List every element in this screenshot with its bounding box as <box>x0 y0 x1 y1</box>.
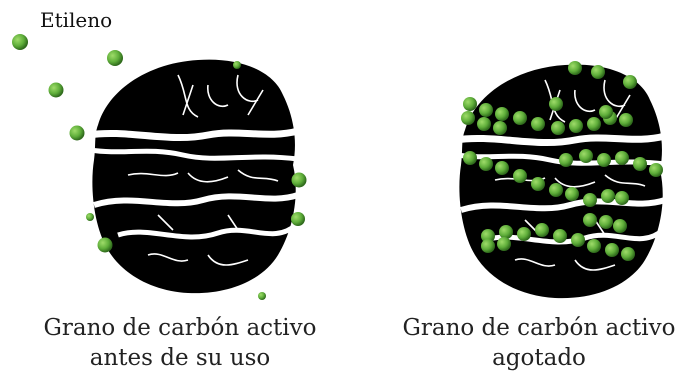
adsorbed-ethylene-molecule <box>569 119 583 133</box>
adsorbed-ethylene-molecule <box>583 213 597 227</box>
adsorbed-ethylene-molecule <box>605 243 619 257</box>
ethylene-molecule <box>291 212 305 226</box>
adsorbed-ethylene-molecule <box>531 177 545 191</box>
ethylene-molecule <box>233 61 241 69</box>
caption-spent-line1: Grano de carbón activo <box>402 315 676 341</box>
adsorbed-ethylene-molecule <box>549 97 563 111</box>
adsorbed-ethylene-molecule <box>619 113 633 127</box>
caption-spent: Grano de carbón activo agotado <box>395 313 683 373</box>
adsorbed-ethylene-molecule <box>583 193 597 207</box>
adsorbed-ethylene-molecule <box>513 111 527 125</box>
ethylene-molecule <box>69 125 85 141</box>
ethylene-molecules-adsorbed <box>461 61 663 261</box>
adsorbed-ethylene-molecule <box>553 229 567 243</box>
adsorbed-ethylene-molecule <box>481 229 495 243</box>
activated-carbon-grain-before <box>88 60 298 294</box>
adsorbed-ethylene-molecule <box>495 107 509 121</box>
adsorbed-ethylene-molecule <box>517 227 531 241</box>
adsorbed-ethylene-molecule <box>615 151 629 165</box>
adsorbed-ethylene-molecule <box>479 103 493 117</box>
adsorbed-ethylene-molecule <box>481 239 495 253</box>
ethylene-molecules-free <box>12 34 307 300</box>
adsorbed-ethylene-molecule <box>579 149 593 163</box>
adsorbed-ethylene-molecule <box>649 163 663 177</box>
adsorbed-ethylene-molecule <box>587 239 601 253</box>
ethylene-molecule <box>48 82 64 98</box>
adsorbed-ethylene-molecule <box>479 157 493 171</box>
adsorbed-ethylene-molecule <box>559 153 573 167</box>
adsorbed-ethylene-molecule <box>565 187 579 201</box>
adsorbed-ethylene-molecule <box>549 183 563 197</box>
ethylene-molecule <box>107 50 123 66</box>
adsorbed-ethylene-molecule <box>531 117 545 131</box>
adsorbed-ethylene-molecule <box>613 219 627 233</box>
caption-before-use: Grano de carbón activo antes de su uso <box>30 313 330 373</box>
adsorbed-ethylene-molecule <box>477 117 491 131</box>
adsorbed-ethylene-molecule <box>591 65 605 79</box>
adsorbed-ethylene-molecule <box>568 61 582 75</box>
adsorbed-ethylene-molecule <box>513 169 527 183</box>
ethylene-molecule <box>258 292 266 300</box>
adsorbed-ethylene-molecule <box>597 153 611 167</box>
adsorbed-ethylene-molecule <box>599 105 613 119</box>
adsorbed-ethylene-molecule <box>623 75 637 89</box>
caption-before-line1: Grano de carbón activo <box>43 315 317 341</box>
adsorbed-ethylene-molecule <box>493 121 507 135</box>
adsorbed-ethylene-molecule <box>615 191 629 205</box>
caption-spent-line2: agotado <box>492 345 586 371</box>
adsorbed-ethylene-molecule <box>463 97 477 111</box>
ethylene-molecule <box>291 172 307 188</box>
adsorbed-ethylene-molecule <box>499 225 513 239</box>
adsorbed-ethylene-molecule <box>461 111 475 125</box>
adsorbed-ethylene-molecule <box>551 121 565 135</box>
ethylene-label: Etileno <box>40 8 113 32</box>
ethylene-molecule <box>86 213 94 221</box>
adsorbed-ethylene-molecule <box>495 161 509 175</box>
adsorbed-ethylene-molecule <box>601 189 615 203</box>
ethylene-molecule <box>97 237 113 253</box>
caption-before-line2: antes de su uso <box>89 345 271 371</box>
adsorbed-ethylene-molecule <box>463 151 477 165</box>
ethylene-molecule <box>12 34 28 50</box>
adsorbed-ethylene-molecule <box>587 117 601 131</box>
adsorbed-ethylene-molecule <box>621 247 635 261</box>
adsorbed-ethylene-molecule <box>599 215 613 229</box>
adsorbed-ethylene-molecule <box>497 237 511 251</box>
adsorbed-ethylene-molecule <box>633 157 647 171</box>
adsorbed-ethylene-molecule <box>535 223 549 237</box>
adsorbed-ethylene-molecule <box>571 233 585 247</box>
